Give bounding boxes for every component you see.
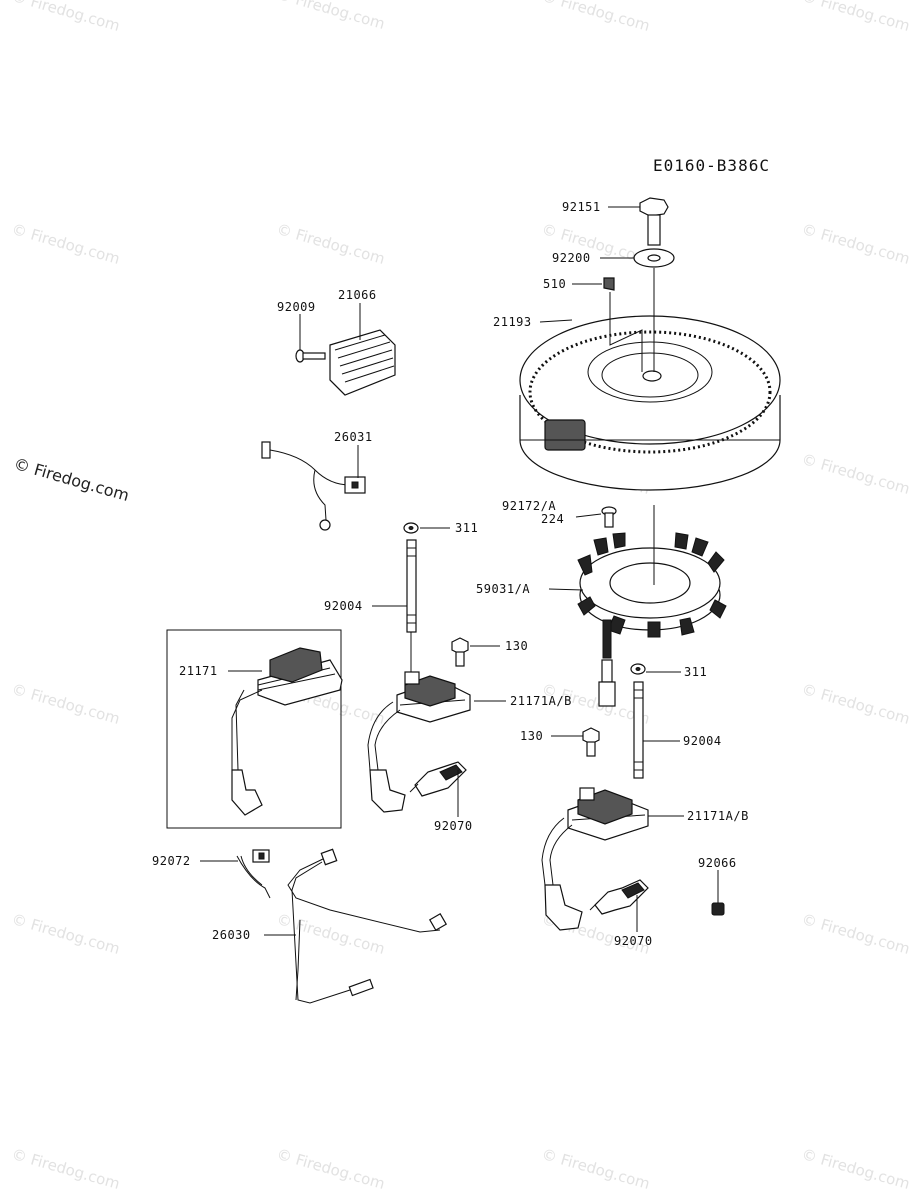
stator-59031A [577,532,727,707]
stud-92004-right [633,681,644,779]
part-label[interactable]: 92172/A [502,499,557,513]
lead-92072 [236,849,271,899]
part-label[interactable]: 92004 [324,599,363,613]
part-label[interactable]: 92070 [614,934,653,948]
part-label[interactable]: 130 [520,729,544,743]
flywheel-21193 [519,315,781,491]
nut-311-right [630,663,646,675]
bolt-92009 [295,349,326,363]
part-label[interactable]: 92151 [562,200,601,214]
harness-26030 [287,848,448,1004]
part-label[interactable]: 92072 [152,854,191,868]
spark-plug-92070-right [589,879,649,915]
bolt-130-left [451,637,469,667]
part-label[interactable]: 510 [543,277,567,291]
spark-plug-92070-left [409,761,467,797]
part-label[interactable]: 26030 [212,928,251,942]
part-label[interactable]: 21171A/B [687,809,749,823]
regulator-21066 [329,329,396,396]
screw-92172A [601,506,617,528]
bolt-92151 [639,197,669,246]
part-label[interactable]: 92066 [698,856,737,870]
part-label[interactable]: 21171A/B [510,694,572,708]
part-label[interactable]: 21171 [179,664,218,678]
nut-92066 [711,902,725,916]
part-label[interactable]: 311 [455,521,479,535]
leader-lines [200,206,719,936]
part-label[interactable]: 224 [541,512,565,526]
part-label[interactable]: 92004 [683,734,722,748]
inset-box [166,629,342,829]
part-label[interactable]: 21066 [338,288,377,302]
part-label[interactable]: 92070 [434,819,473,833]
ignition-coil-21171AB-right [541,787,649,931]
harness-26031 [261,441,366,531]
part-label[interactable]: 130 [505,639,529,653]
part-label[interactable]: 59031/A [476,582,531,596]
ignition-coil-21171AB-left [367,671,471,813]
part-label[interactable]: 92200 [552,251,591,265]
ignition-coil-21171 [231,647,343,816]
part-label[interactable]: 26031 [334,430,373,444]
key-510 [603,277,615,291]
washer-92200 [633,248,675,268]
stud-92004-left [406,539,417,633]
bolt-130-right [582,727,600,757]
part-label[interactable]: 92009 [277,300,316,314]
part-label[interactable]: 311 [684,665,708,679]
diagram-code: E0160-B386C [653,156,770,175]
nut-311-left [403,522,419,534]
part-label[interactable]: 21193 [493,315,532,329]
